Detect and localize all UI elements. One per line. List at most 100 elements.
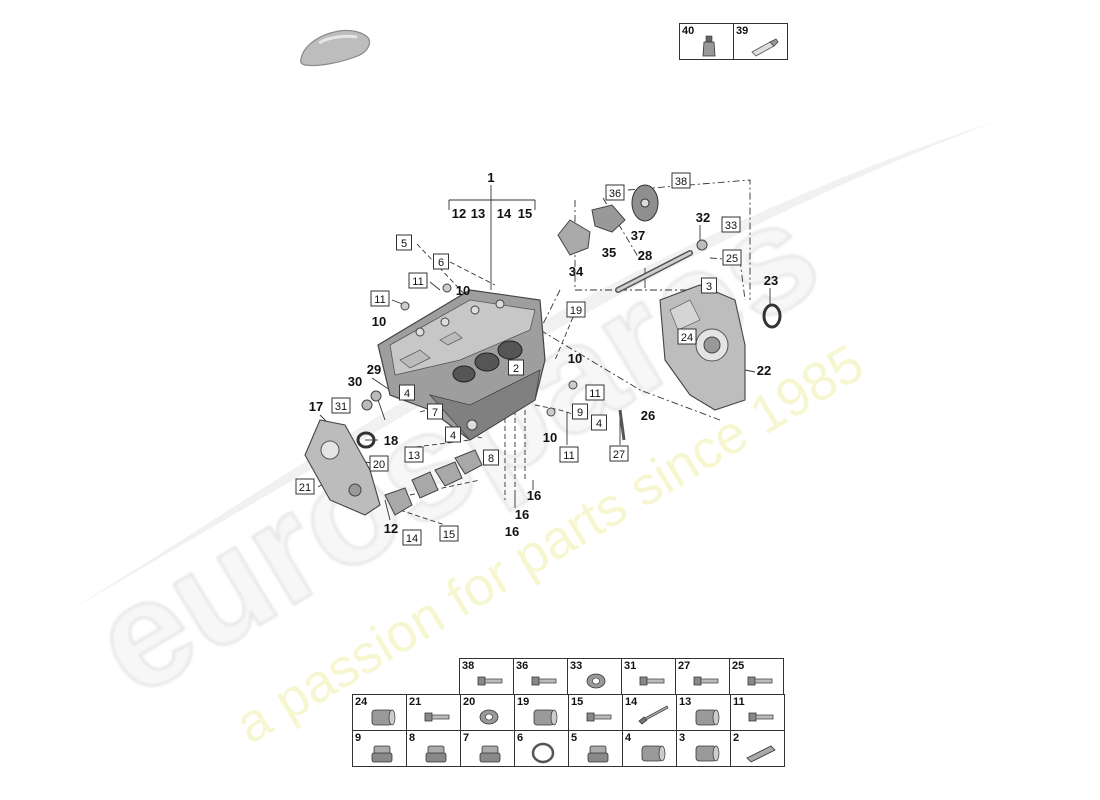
callout-number: 9 (577, 407, 583, 419)
callout-number: 30 (348, 374, 362, 389)
long-bolt-icon (638, 705, 669, 725)
callout-16: 16 (527, 488, 541, 503)
callout-22: 22 (757, 363, 771, 378)
callout-33: 33 (721, 216, 741, 233)
callout-box (404, 446, 424, 463)
callout-box (591, 414, 607, 431)
callout-box (439, 525, 459, 542)
part-cell-11: 11 (730, 694, 785, 731)
part-number: 5 (571, 732, 578, 744)
callout-16: 16 (505, 524, 519, 539)
callout-24: 24 (677, 328, 697, 345)
part-number: 24 (355, 696, 368, 708)
callout-23: 23 (764, 273, 778, 288)
callout-number: 35 (602, 245, 616, 260)
callout-box (331, 397, 351, 414)
callout-number: 38 (675, 176, 687, 188)
callout-box (671, 172, 691, 189)
bolt-icon (586, 712, 612, 722)
callout-30: 30 (348, 374, 362, 389)
bearing-caps (384, 449, 483, 516)
callout-36: 36 (605, 184, 625, 201)
callout-11: 11 (370, 290, 390, 307)
callout-box (396, 234, 412, 251)
callout-number: 12 (384, 521, 398, 536)
plug-icon (371, 745, 393, 763)
callout-box (433, 253, 449, 270)
callout-box (559, 446, 579, 463)
bolt-icon (747, 676, 773, 686)
callout-number: 4 (404, 388, 410, 400)
callout-31: 31 (331, 397, 351, 414)
callout-number: 3 (706, 281, 712, 293)
bolt-icon (477, 676, 503, 686)
callout-number: 17 (309, 399, 323, 414)
callout-number: 6 (438, 257, 444, 269)
callout-number: 16 (505, 524, 519, 539)
part-cell-14: 14 (622, 694, 677, 731)
part-cell-6: 6 (514, 730, 569, 767)
washer-icon (586, 673, 606, 689)
callout-number: 10 (543, 430, 557, 445)
part-number: 33 (570, 660, 583, 672)
callout-box (445, 426, 461, 443)
callout-10: 10 (456, 283, 470, 298)
callout-box (585, 384, 605, 401)
callout-26: 26 (641, 408, 655, 423)
part-cell-24: 24 (352, 694, 407, 731)
part-cell-33: 33 (567, 658, 622, 695)
callout-21: 21 (295, 478, 315, 495)
callout-number: 14 (406, 533, 418, 545)
callout-20: 20 (369, 455, 389, 472)
callout-17: 17 (309, 399, 323, 414)
callout-34: 34 (569, 264, 584, 279)
callout-number: 13 (408, 450, 420, 462)
bolt-icon (639, 676, 665, 686)
part-cell-20: 20 (460, 694, 515, 731)
callout-16: 16 (515, 507, 529, 522)
oil-pump-parts (356, 184, 782, 449)
part-number: 31 (624, 660, 637, 672)
callout-27: 27 (609, 445, 629, 462)
callout-box (701, 277, 717, 294)
callout-number: 18 (384, 433, 398, 448)
callout-number: 1 (487, 170, 494, 185)
callout-28: 28 (638, 248, 652, 263)
bolt-icon (531, 676, 557, 686)
callout-number: 5 (401, 238, 407, 250)
callout-10: 10 (372, 314, 386, 329)
washer-icon (479, 709, 499, 725)
callout-number: 16 (527, 488, 541, 503)
callout-box (572, 403, 588, 420)
callout-number: 22 (757, 363, 771, 378)
part-number: 13 (679, 696, 692, 708)
o-ring-icon (531, 742, 555, 764)
pin-icon (746, 745, 776, 763)
part-cell-13: 13 (676, 694, 731, 731)
callout-8: 8 (483, 449, 499, 466)
callout-box (295, 478, 315, 495)
callout-box (508, 359, 524, 376)
callout-11: 11 (408, 272, 428, 289)
callout-number: 29 (367, 362, 381, 377)
car-silhouette-icon (300, 29, 371, 67)
sleeve-icon (695, 745, 720, 762)
callout-number: 8 (488, 453, 494, 465)
callout-number: 11 (412, 276, 423, 288)
callout-number: 11 (563, 450, 574, 462)
callout-38: 38 (671, 172, 691, 189)
callout-number: 4 (596, 418, 602, 430)
callout-4: 4 (445, 426, 461, 443)
callout-number: 2 (513, 363, 519, 375)
bolt-icon (424, 712, 450, 722)
callout-number: 15 (518, 206, 532, 221)
grease-tube-icon (702, 35, 716, 57)
sleeve-icon (695, 709, 720, 726)
callout-number: 11 (589, 388, 600, 400)
callout-13: 13 (471, 206, 485, 221)
callout-number: 37 (631, 228, 645, 243)
part-number: 6 (517, 732, 524, 744)
callout-6: 6 (433, 253, 449, 270)
